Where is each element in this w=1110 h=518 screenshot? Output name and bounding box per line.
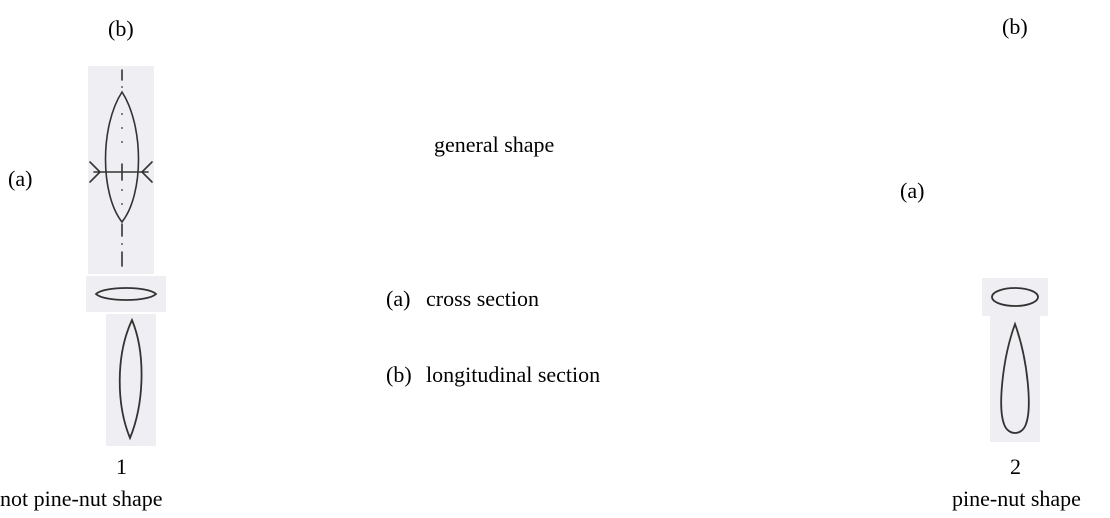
figure-2-caption: pine-nut shape [952, 486, 1081, 511]
legend-item-cross-section: (a) cross section [386, 288, 539, 310]
legend-text-longitudinal-section: longitudinal section [426, 362, 601, 387]
figure-2-longitudinal-section [990, 316, 1040, 442]
legend-text-cross-section: cross section [426, 286, 540, 311]
figure-2-label-a: (a) [900, 178, 925, 203]
figure-1-longitudinal-section [106, 314, 156, 446]
legend-marker-a: (a) [386, 286, 411, 311]
figure-1-number: 1 [116, 454, 127, 479]
legend-title: general shape [434, 132, 555, 157]
figure-1-general-shape [88, 66, 154, 274]
legend-marker-b: (b) [386, 362, 412, 387]
figure-1-cross-section [86, 276, 166, 312]
figure-1-label-a: (a) [8, 166, 33, 191]
figure-2-number: 2 [1010, 454, 1021, 479]
legend-item-longitudinal-section: (b) longitudinal section [386, 364, 600, 386]
figure-1-label-b: (b) [108, 16, 134, 41]
figure-1-caption: not pine-nut shape [0, 486, 163, 511]
figure-2-label-b: (b) [1002, 14, 1028, 39]
figure-2-cross-section [982, 278, 1048, 316]
